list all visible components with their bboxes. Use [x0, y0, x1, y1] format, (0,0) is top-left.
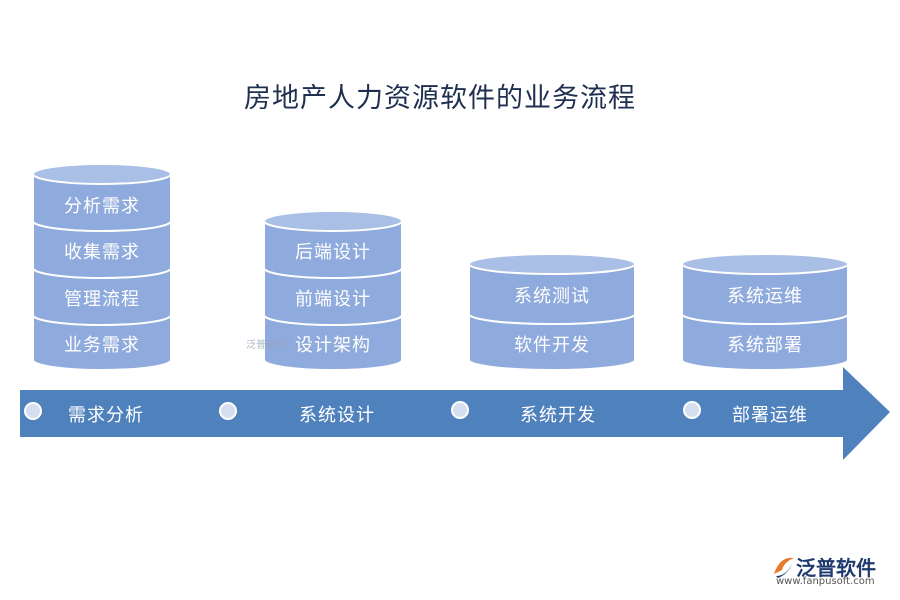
stack-3-item-1: 系统测试: [514, 286, 590, 307]
stack-2-item-1: 后端设计: [295, 242, 371, 263]
stack-2-segment-1: [263, 220, 403, 279]
stack-1-item-1: 分析需求: [64, 196, 140, 217]
stack-2-segment-1-top: [263, 210, 403, 232]
stage-label-4: 部署运维: [732, 405, 808, 426]
stack-3-segment-1: [468, 263, 636, 325]
stack-1-item-3: 管理流程: [64, 289, 140, 310]
stack-4-item-1: 系统运维: [727, 286, 803, 307]
stage-dot-4: [683, 401, 701, 419]
stack-1-segment-1-top: [32, 163, 172, 185]
watermark: 泛普软件: [246, 340, 286, 351]
stage-dot-2: [219, 402, 237, 420]
brand-logo: 泛普软件 www.fanpusoft.com: [770, 552, 895, 592]
stack-1-segment-4: [32, 314, 172, 371]
stack-4-segment-1-top: [681, 253, 849, 275]
stack-1-segment-2: [32, 220, 172, 279]
stage-label-2: 系统设计: [299, 405, 375, 426]
stack-3-segment-1-top: [468, 253, 636, 275]
stage-label-3: 系统开发: [520, 405, 596, 426]
logo-name: 泛普软件: [796, 556, 876, 580]
stage-dot-3: [451, 401, 469, 419]
stage-dots: [24, 401, 701, 420]
stack-2-item-3: 设计架构: [295, 335, 371, 356]
stack-1-item-2: 收集需求: [64, 242, 140, 263]
stack-2-segment-2: [263, 267, 403, 326]
logo-icon: [774, 557, 794, 578]
stage-dot-1: [24, 402, 42, 420]
stack-2-segment-3: [263, 314, 403, 371]
stack-1-segment-3: [32, 267, 172, 326]
stack-3-item-2: 软件开发: [514, 335, 590, 356]
cylinder-stacks: [32, 163, 849, 371]
stack-1-segment-1: [32, 173, 172, 232]
stack-1-item-4: 业务需求: [64, 335, 140, 356]
stack-4-item-2: 系统部署: [727, 335, 803, 356]
stack-4-segment-2: [681, 313, 849, 371]
diagram-title: 房地产人力资源软件的业务流程: [244, 83, 636, 114]
stack-2-item-2: 前端设计: [295, 289, 371, 310]
stage-label-1: 需求分析: [68, 405, 144, 426]
stack-3-segment-2: [468, 313, 636, 371]
logo-url: www.fanpusoft.com: [776, 576, 875, 587]
stack-4-segment-1: [681, 263, 849, 325]
